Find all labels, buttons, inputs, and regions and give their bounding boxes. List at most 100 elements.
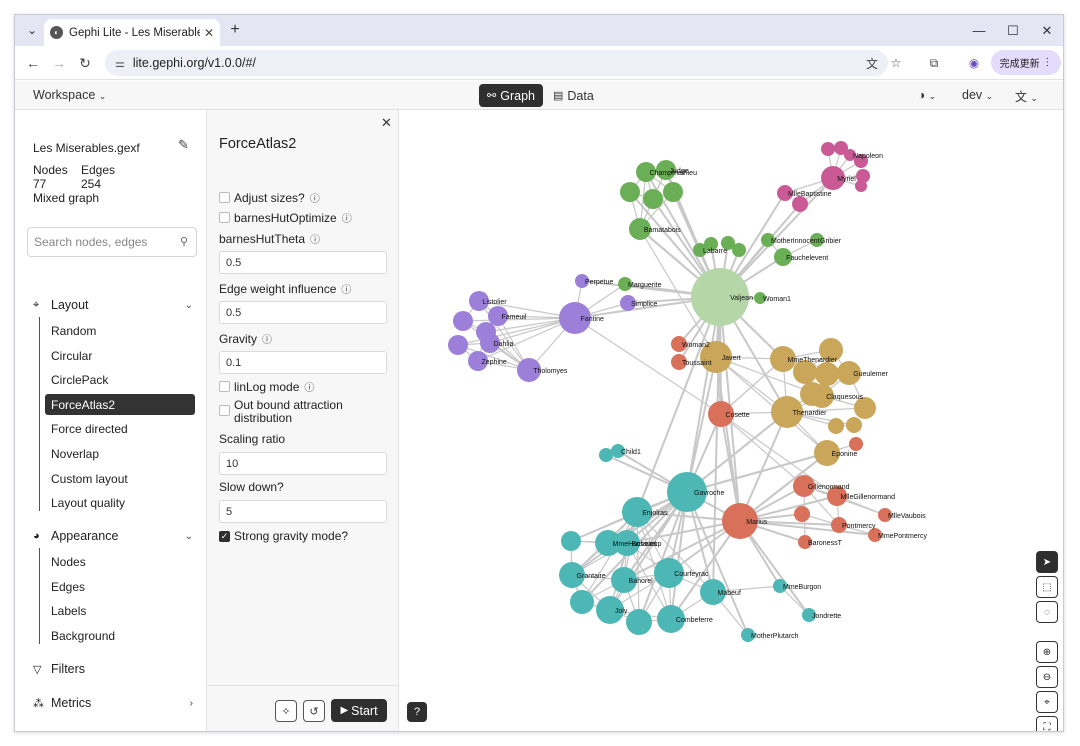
graph-node[interactable] [802, 608, 816, 622]
magic-wand-icon[interactable]: ✧ [275, 700, 297, 722]
graph-node[interactable] [559, 302, 591, 334]
search-input[interactable]: Search nodes, edges ⚲ [27, 227, 197, 257]
theme-toggle[interactable]: ◑ ⌄ [918, 88, 936, 102]
appearance-item-labels[interactable]: Labels [51, 603, 87, 618]
graph-node[interactable] [761, 233, 775, 247]
graph-node[interactable] [611, 567, 637, 593]
browser-tab[interactable]: ◐ Gephi Lite - Les Miserables.g ✕ [44, 19, 220, 46]
layout-item-forceatlas2[interactable]: ForceAtlas2 [45, 394, 195, 415]
layout-section[interactable]: ⌖Layout⌄ [33, 298, 193, 312]
translate-icon[interactable]: 文 [865, 56, 878, 71]
layout-item-custom[interactable]: Custom layout [51, 471, 128, 486]
graph-node[interactable] [596, 596, 624, 624]
language-menu[interactable]: 文 ⌄ [1015, 88, 1038, 105]
gravity-input[interactable]: 0.1 [219, 351, 387, 374]
data-tab[interactable]: ▤Data [553, 84, 594, 107]
graph-node[interactable] [656, 160, 676, 180]
metrics-section[interactable]: ⁂Metrics› [33, 696, 193, 710]
edit-pencil-icon[interactable]: ✎ [178, 137, 189, 152]
graph-node[interactable] [671, 354, 687, 370]
adjust-sizes-checkbox[interactable]: Adjust sizes?ⓘ [219, 190, 320, 205]
graph-node[interactable] [849, 437, 863, 451]
update-button[interactable]: 完成更新 ⋮ [991, 50, 1061, 75]
graph-node[interactable] [792, 196, 808, 212]
graph-node[interactable] [846, 417, 862, 433]
profile-icon[interactable]: ◉ [968, 56, 980, 70]
scaling-ratio-input[interactable]: 10 [219, 452, 387, 475]
graph-node[interactable] [814, 440, 840, 466]
graph-node[interactable] [667, 472, 707, 512]
reload-icon[interactable]: ↻ [79, 54, 91, 71]
graph-node[interactable] [721, 236, 735, 250]
graph-node[interactable] [693, 243, 707, 257]
tab-close-icon[interactable]: ✕ [203, 25, 214, 40]
fullscreen-icon[interactable]: ⛶ [1036, 716, 1058, 731]
graph-node[interactable] [777, 185, 793, 201]
graph-node[interactable] [570, 590, 594, 614]
graph-node[interactable] [620, 295, 636, 311]
graph-node[interactable] [774, 248, 792, 266]
graph-node[interactable] [828, 418, 844, 434]
appearance-item-edges[interactable]: Edges [51, 579, 86, 594]
minimize-icon[interactable]: — [972, 23, 986, 38]
graph-node[interactable] [561, 531, 581, 551]
graph-node[interactable] [798, 535, 812, 549]
graph-node[interactable] [754, 292, 766, 304]
graph-node[interactable] [595, 530, 621, 556]
graph-node[interactable] [468, 351, 488, 371]
maximize-icon[interactable]: ☐ [1007, 22, 1019, 38]
graph-node[interactable] [856, 169, 870, 183]
zoom-out-icon[interactable]: ⊖ [1036, 666, 1058, 688]
layout-item-random[interactable]: Random [51, 323, 97, 338]
workspace-menu[interactable]: Workspace ⌄ [33, 88, 106, 102]
graph-node[interactable] [691, 268, 749, 326]
strong-gravity-checkbox[interactable]: ✓Strong gravity mode? [219, 529, 348, 543]
graph-node[interactable] [773, 579, 787, 593]
bookmark-star-icon[interactable]: ☆ [890, 56, 902, 70]
graph-node[interactable] [854, 154, 868, 168]
rect-select-icon[interactable]: ⬚ [1036, 576, 1058, 598]
new-tab-plus-icon[interactable]: + [230, 21, 240, 38]
graph-node[interactable] [453, 311, 473, 331]
appearance-item-background[interactable]: Background [51, 628, 116, 643]
layout-item-circular[interactable]: Circular [51, 348, 93, 363]
graph-node[interactable] [704, 237, 718, 251]
layout-item-circlepack[interactable]: CirclePack [51, 372, 109, 387]
graph-node[interactable] [827, 486, 847, 506]
layout-item-force-directed[interactable]: Force directed [51, 421, 128, 436]
graph-node[interactable] [810, 233, 824, 247]
layout-item-noverlap[interactable]: Noverlap [51, 446, 100, 461]
graph-node[interactable] [831, 517, 847, 533]
barnes-hut-theta-input[interactable]: 0.5 [219, 251, 387, 274]
graph-node[interactable] [559, 562, 585, 588]
forward-arrow-icon[interactable]: → [52, 55, 66, 71]
graph-node[interactable] [448, 335, 468, 355]
extensions-puzzle-icon[interactable]: ⧉ [929, 55, 939, 70]
graph-node[interactable] [771, 396, 803, 428]
graph-node[interactable] [629, 218, 651, 240]
graph-node[interactable] [793, 475, 815, 497]
graph-node[interactable] [837, 361, 861, 385]
start-button[interactable]: ▶Start [331, 699, 387, 722]
dev-menu[interactable]: dev ⌄ [962, 88, 993, 102]
graph-node[interactable] [708, 401, 734, 427]
graph-node[interactable] [821, 166, 845, 190]
graph-node[interactable] [700, 341, 732, 373]
pointer-tool-icon[interactable]: ➤ [1036, 551, 1058, 573]
graph-node[interactable] [654, 558, 684, 588]
graph-node[interactable] [794, 506, 810, 522]
graph-node[interactable] [469, 291, 489, 311]
graph-node[interactable] [732, 243, 746, 257]
undo-icon[interactable]: ↺ [303, 700, 325, 722]
appearance-section[interactable]: ◕Appearance⌄ [33, 529, 193, 543]
graph-node[interactable] [517, 358, 541, 382]
graph-node[interactable] [599, 448, 613, 462]
slow-down-input[interactable]: 5 [219, 500, 387, 523]
help-icon[interactable]: ? [407, 702, 427, 722]
url-field[interactable]: ⚌ lite.gephi.org/v1.0.0/#/ [105, 50, 888, 76]
graph-node[interactable] [611, 444, 625, 458]
graph-node[interactable] [657, 605, 685, 633]
